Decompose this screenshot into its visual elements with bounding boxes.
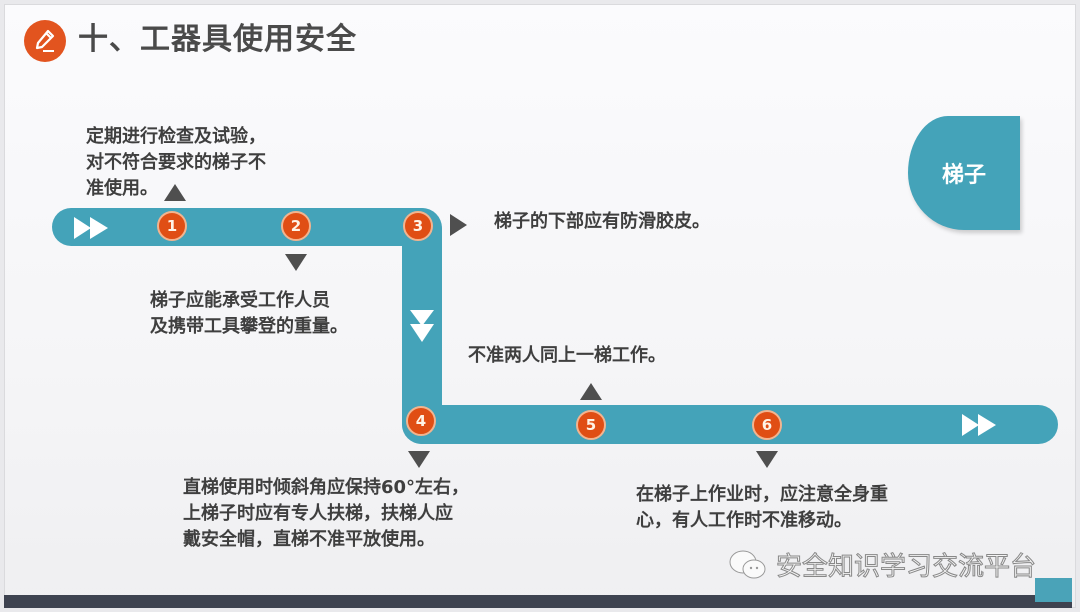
step-node-5: 5 bbox=[576, 410, 606, 440]
text-line: 定期进行检查及试验， bbox=[86, 126, 266, 147]
step-text-3: 梯子的下部应有防滑胶皮。 bbox=[494, 209, 710, 235]
double-chevron-down-icon bbox=[410, 310, 434, 348]
text-line: 不准两人同上一梯工作。 bbox=[468, 345, 666, 366]
text-line: 在梯子上作业时，应注意全身重 bbox=[636, 484, 888, 505]
pointer-right-icon bbox=[450, 214, 467, 236]
pointer-up-icon bbox=[580, 383, 602, 400]
footer-bar bbox=[4, 595, 1072, 608]
step-text-4: 直梯使用时倾斜角应保持60°左右， 上梯子时应有专人扶梯，扶梯人应 戴安全帽，直… bbox=[183, 475, 469, 553]
pointer-down-icon bbox=[408, 451, 430, 468]
page-title: 十、工器具使用安全 bbox=[78, 22, 357, 57]
wechat-icon bbox=[729, 550, 766, 578]
text-line: 对不符合要求的梯子不 bbox=[86, 152, 266, 173]
pointer-down-icon bbox=[285, 254, 307, 271]
track-top bbox=[52, 208, 442, 246]
text-line: 心，有人工作时不准移动。 bbox=[636, 510, 852, 531]
step-node-4: 4 bbox=[406, 406, 436, 436]
step-text-2: 梯子应能承受工作人员 及携带工具攀登的重量。 bbox=[150, 288, 348, 340]
fast-forward-icon bbox=[74, 217, 110, 243]
track-bottom bbox=[402, 405, 1058, 444]
pointer-down-icon bbox=[756, 451, 778, 468]
step-node-6: 6 bbox=[752, 410, 782, 440]
fast-forward-icon bbox=[962, 414, 998, 440]
topic-badge: 梯子 bbox=[908, 116, 1020, 230]
step-text-6: 在梯子上作业时，应注意全身重 心，有人工作时不准移动。 bbox=[636, 482, 888, 534]
text-line: 及携带工具攀登的重量。 bbox=[150, 316, 348, 337]
watermark-text: 安全知识学习交流平台 bbox=[775, 552, 1037, 583]
slide bbox=[4, 4, 1076, 608]
corner-accent bbox=[1035, 578, 1072, 602]
text-line: 上梯子时应有专人扶梯，扶梯人应 bbox=[183, 503, 453, 524]
step-node-3: 3 bbox=[403, 211, 433, 241]
text-line: 梯子应能承受工作人员 bbox=[150, 290, 330, 311]
text-line: 直梯使用时倾斜角应保持60°左右， bbox=[183, 477, 470, 498]
text-line: 戴安全帽，直梯不准平放使用。 bbox=[183, 529, 435, 550]
pencil-icon bbox=[24, 20, 66, 62]
step-text-5: 不准两人同上一梯工作。 bbox=[468, 343, 666, 369]
text-line: 梯子的下部应有防滑胶皮。 bbox=[494, 211, 710, 232]
step-node-2: 2 bbox=[281, 211, 311, 241]
step-node-1: 1 bbox=[157, 211, 187, 241]
step-text-1: 定期进行检查及试验， 对不符合要求的梯子不 准使用。 bbox=[86, 124, 266, 202]
pointer-up-icon bbox=[164, 184, 186, 201]
watermark: 安全知识学习交流平台 bbox=[728, 546, 1037, 583]
text-line: 准使用。 bbox=[86, 178, 158, 199]
